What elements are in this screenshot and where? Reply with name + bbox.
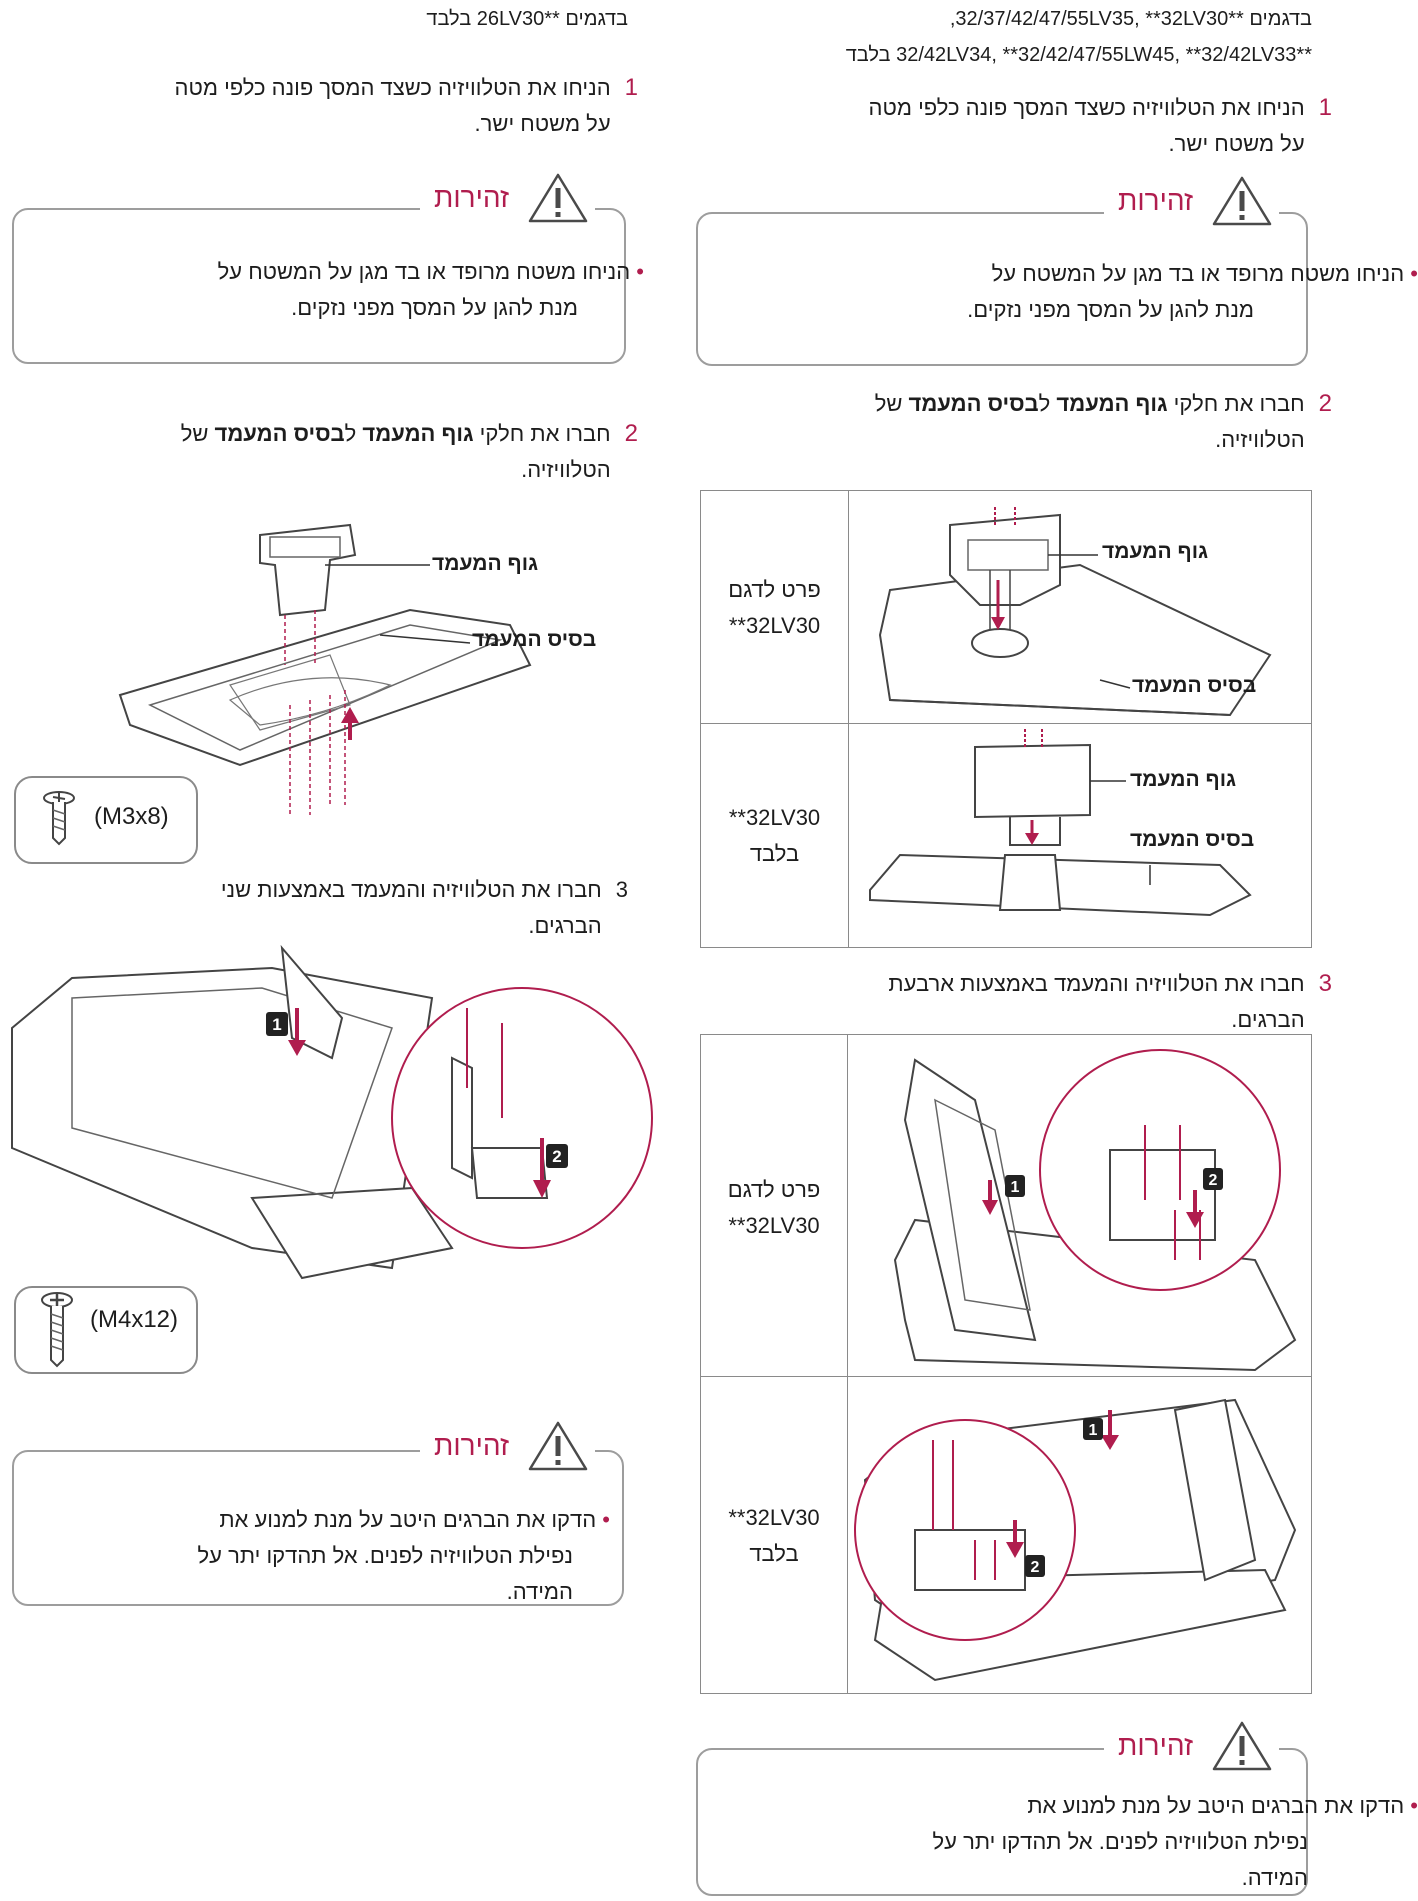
table2-row1-label: פרט לדגם**32LV30 bbox=[727, 1177, 821, 1238]
step-text-line2: על משטח ישר. bbox=[474, 111, 611, 136]
warning-triangle-icon bbox=[1212, 1721, 1272, 1771]
step-text-line1: חברו את הטלוויזיה והמעמד באמצעות שני bbox=[220, 877, 602, 902]
badge-2: 2 bbox=[1031, 1559, 1040, 1576]
step-text-line1: חברו את חלקי גוף המעמד לבסיס המעמד של bbox=[180, 421, 611, 446]
step-number: 3 bbox=[1318, 970, 1332, 997]
stand-base-illustration bbox=[118, 523, 532, 815]
caution-header-right-2: זהירות bbox=[1104, 1720, 1280, 1772]
step-text-line1: חברו את הטלוויזיה והמעמד באמצעות ארבעת bbox=[888, 971, 1305, 996]
caution-text-right-2c: המידה. bbox=[1241, 1865, 1308, 1890]
label-stand-base: בסיס המעמד bbox=[472, 628, 597, 651]
step-text-line1: הניחו את הטלוויזיה כשצד המסך פונה כלפי מ… bbox=[868, 95, 1305, 120]
screw-spec-box bbox=[14, 1286, 198, 1374]
caution-text-right-1a: • הניחו משטח מרופד או בד מגן על המשטח על bbox=[991, 261, 1418, 286]
step-2-right: 2 חברו את חלקי גוף המעמד לבסיס המעמד של … bbox=[852, 386, 1332, 458]
models-heading-right-2: **32/42LV34, **32/42/47/55LW45, **32/42L… bbox=[845, 44, 1312, 66]
step-1-left: 1 הניחו את הטלוויזיה כשצד המסך פונה כלפי… bbox=[58, 70, 638, 142]
table-row1-label: פרט לדגם**32LV30 bbox=[728, 577, 821, 638]
step-number: 1 bbox=[1318, 94, 1332, 121]
models-heading-right-1: בדגמים **32/37/42/47/55LV35, **32LV30, bbox=[949, 8, 1312, 30]
step-text-line2: הברגים. bbox=[1231, 1007, 1305, 1032]
screw-icon bbox=[43, 791, 75, 846]
screw-spec-box bbox=[14, 776, 198, 864]
caution-header-right-1: זהירות bbox=[1104, 175, 1280, 227]
badge-1: 1 bbox=[272, 1015, 281, 1034]
step-text-line2: הברגים. bbox=[528, 913, 602, 938]
caution-text-left-1a: • הניחו משטח מרופד או בד מגן על המשטח על bbox=[217, 259, 644, 284]
caution-header-left-1: זהירות bbox=[420, 172, 596, 224]
caution-box-left-2 bbox=[12, 1450, 624, 1606]
screw-size-label: (M4x12) bbox=[90, 1306, 179, 1333]
step-number: 1 bbox=[624, 74, 638, 101]
badge-1: 1 bbox=[1089, 1422, 1098, 1439]
caution-text-left-2c: המידה. bbox=[506, 1579, 573, 1604]
caution-text-right-2b: נפילת הטלוויזיה לפנים. אל תהדקו יתר על bbox=[932, 1829, 1308, 1854]
warning-triangle-icon bbox=[1212, 176, 1272, 226]
caution-title: זהירות bbox=[1110, 1726, 1202, 1766]
stand-assembly-illustration-2 bbox=[869, 729, 1252, 917]
label-stand-body: גוף המעמד bbox=[1130, 768, 1237, 791]
caution-text-left-2b: נפילת הטלוויזיה לפנים. אל תהדקו יתר על bbox=[197, 1543, 573, 1568]
step-text-line2: על משטח ישר. bbox=[1168, 131, 1305, 156]
label-stand-body: גוף המעמד bbox=[432, 552, 539, 575]
caution-header-left-2: זהירות bbox=[420, 1420, 596, 1472]
step-1-right: 1 הניחו את הטלוויזיה כשצד המסך פונה כלפי… bbox=[869, 90, 1332, 162]
caution-title: זהירות bbox=[426, 178, 518, 218]
caution-text-left-1b: מנת להגן על המסך מפני נזקים. bbox=[291, 295, 578, 320]
caution-title: זהירות bbox=[1110, 181, 1202, 221]
warning-triangle-icon bbox=[528, 173, 588, 223]
step-text-line2: הטלוויזיה. bbox=[1215, 427, 1305, 452]
badge-2: 2 bbox=[552, 1147, 561, 1166]
label-stand-body: גוף המעמד bbox=[1102, 540, 1209, 563]
screw-size-label: (M3x8) bbox=[94, 803, 169, 830]
caution-text-right-1b: מנת להגן על המסך מפני נזקים. bbox=[967, 297, 1254, 322]
warning-triangle-icon bbox=[528, 1421, 588, 1471]
step-3-left: 3 חברו את הטלוויזיה והמעמד באמצעות שני ה… bbox=[68, 872, 628, 944]
step-number: 2 bbox=[1318, 390, 1332, 417]
stand-assembly-illustration-1 bbox=[878, 507, 1272, 717]
badge-1: 1 bbox=[1011, 1179, 1020, 1196]
step-text-line1: חברו את חלקי גוף המעמד לבסיס המעמד של bbox=[874, 391, 1305, 416]
step-text-line1: הניחו את הטלוויזיה כשצד המסך פונה כלפי מ… bbox=[174, 75, 611, 100]
step-text-line2: הטלוויזיה. bbox=[521, 457, 611, 482]
label-stand-base: בסיס המעמד bbox=[1132, 674, 1257, 697]
caution-title: זהירות bbox=[426, 1426, 518, 1466]
screw-icon bbox=[41, 1292, 73, 1368]
step-3-right: 3 חברו את הטלוויזיה והמעמד באמצעות ארבעת… bbox=[812, 966, 1332, 1038]
caution-text-left-2a: • הדקו את הברגים היטב על מנת למנוע את bbox=[219, 1507, 610, 1532]
tv-attach-table bbox=[700, 1034, 1312, 1694]
badge-2: 2 bbox=[1209, 1172, 1218, 1189]
caution-box-right-1 bbox=[696, 212, 1308, 366]
caution-text-right-2a: • הדקו את הברגים היטב על מנת למנוע את bbox=[1027, 1793, 1418, 1818]
stand-assembly-table bbox=[700, 490, 1312, 948]
label-stand-base: בסיס המעמד bbox=[1130, 828, 1255, 851]
step-number: 2 bbox=[624, 420, 638, 447]
caution-box-left-1 bbox=[12, 208, 626, 364]
step-2-left: 2 חברו את חלקי גוף המעמד לבסיס המעמד של … bbox=[38, 416, 638, 488]
models-heading-left: בדגמים **26LV30 בלבד bbox=[426, 8, 628, 30]
step-number: 3 bbox=[615, 877, 628, 902]
tv-attach-illustration-left: 1 2 bbox=[11, 944, 653, 1280]
tv-attach-illustration-2: 1 2 bbox=[854, 1398, 1297, 1682]
tv-attach-illustration-1: 1 2 bbox=[893, 1049, 1297, 1372]
caution-box-right-2 bbox=[696, 1748, 1308, 1896]
